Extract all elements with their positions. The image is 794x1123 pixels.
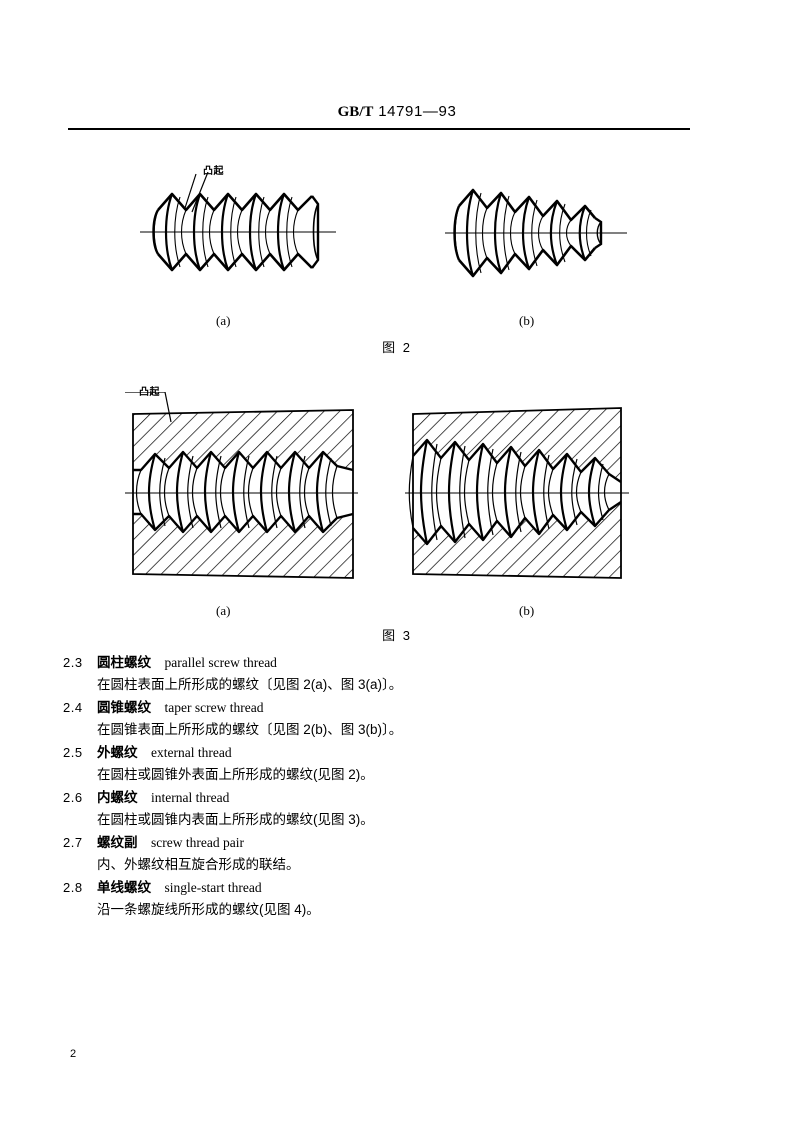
figure2b-drawing bbox=[445, 188, 627, 278]
term-number: 2.3 bbox=[63, 655, 83, 670]
term-heading: 2.7 螺纹副 screw thread pair bbox=[0, 832, 794, 853]
page-number: 2 bbox=[70, 1048, 77, 1060]
term-name-en: taper screw thread bbox=[164, 700, 264, 715]
term-number: 2.4 bbox=[63, 700, 83, 715]
page-header: GB/T 14791—93 bbox=[0, 103, 794, 121]
term-name-en: single-start thread bbox=[164, 880, 262, 895]
term-definition: 在圆柱或圆锥内表面上所形成的螺纹(见图 3)。 bbox=[97, 812, 374, 827]
figure3-part-b-caption: (b) bbox=[519, 603, 535, 618]
term-number: 2.7 bbox=[63, 835, 83, 850]
figure2a-drawing bbox=[140, 172, 336, 272]
term-entry: 2.4 圆锥螺纹 taper screw thread 在圆锥表面上所形成的螺纹〔… bbox=[0, 697, 794, 741]
term-entry: 2.3 圆柱螺纹 parallel screw thread 在圆柱表面上所形成的… bbox=[0, 652, 794, 696]
term-name-en: screw thread pair bbox=[151, 835, 244, 850]
term-definition: 内、外螺纹相互旋合形成的联结。 bbox=[97, 857, 300, 872]
standard-prefix: GB/T bbox=[337, 104, 374, 120]
term-heading: 2.5 外螺纹 external thread bbox=[0, 742, 794, 763]
term-number: 2.5 bbox=[63, 745, 83, 760]
header-rule bbox=[68, 128, 690, 130]
term-name-cn: 圆柱螺纹 bbox=[97, 655, 151, 670]
term-heading: 2.6 内螺纹 internal thread bbox=[0, 787, 794, 808]
term-name-cn: 外螺纹 bbox=[97, 745, 138, 760]
figure3a-drawing bbox=[125, 392, 358, 579]
figure2-part-b-caption: (b) bbox=[519, 313, 535, 328]
figure2-number: 图 2 bbox=[382, 340, 412, 355]
term-number: 2.8 bbox=[63, 880, 83, 895]
term-number: 2.6 bbox=[63, 790, 83, 805]
term-heading: 2.3 圆柱螺纹 parallel screw thread bbox=[0, 652, 794, 673]
term-name-cn: 内螺纹 bbox=[97, 790, 138, 805]
term-definition: 在圆锥表面上所形成的螺纹〔见图 2(b)、图 3(b)〕。 bbox=[97, 722, 403, 737]
term-name-cn: 单线螺纹 bbox=[97, 880, 151, 895]
figure3b-drawing bbox=[405, 407, 629, 579]
term-name-en: internal thread bbox=[151, 790, 230, 805]
term-definition: 在圆柱表面上所形成的螺纹〔见图 2(a)、图 3(a)〕。 bbox=[97, 677, 403, 692]
term-name-cn: 圆锥螺纹 bbox=[97, 700, 151, 715]
term-name-en: external thread bbox=[151, 745, 232, 760]
term-heading: 2.4 圆锥螺纹 taper screw thread bbox=[0, 697, 794, 718]
standard-number: 14791—93 bbox=[378, 103, 457, 120]
term-entry: 2.5 外螺纹 external thread 在圆柱或圆锥外表面上所形成的螺纹(… bbox=[0, 742, 794, 786]
figure2-callout-label: 凸起 bbox=[203, 166, 224, 177]
term-entry: 2.7 螺纹副 screw thread pair 内、外螺纹相互旋合形成的联结。 bbox=[0, 832, 794, 876]
figure2-part-a-caption: (a) bbox=[216, 313, 231, 328]
term-entry: 2.8 单线螺纹 single-start thread 沿一条螺旋线所形成的螺纹… bbox=[0, 877, 794, 921]
figure3-number: 图 3 bbox=[382, 628, 412, 643]
term-name-cn: 螺纹副 bbox=[97, 835, 138, 850]
figure3-part-a-caption: (a) bbox=[216, 603, 231, 618]
term-heading: 2.8 单线螺纹 single-start thread bbox=[0, 877, 794, 898]
term-definition: 沿一条螺旋线所形成的螺纹(见图 4)。 bbox=[97, 902, 320, 917]
term-entry: 2.6 内螺纹 internal thread 在圆柱或圆锥内表面上所形成的螺纹(… bbox=[0, 787, 794, 831]
term-definition: 在圆柱或圆锥外表面上所形成的螺纹(见图 2)。 bbox=[97, 767, 374, 782]
term-name-en: parallel screw thread bbox=[164, 655, 277, 670]
term-definition-list: 2.3 圆柱螺纹 parallel screw thread 在圆柱表面上所形成的… bbox=[0, 652, 794, 922]
